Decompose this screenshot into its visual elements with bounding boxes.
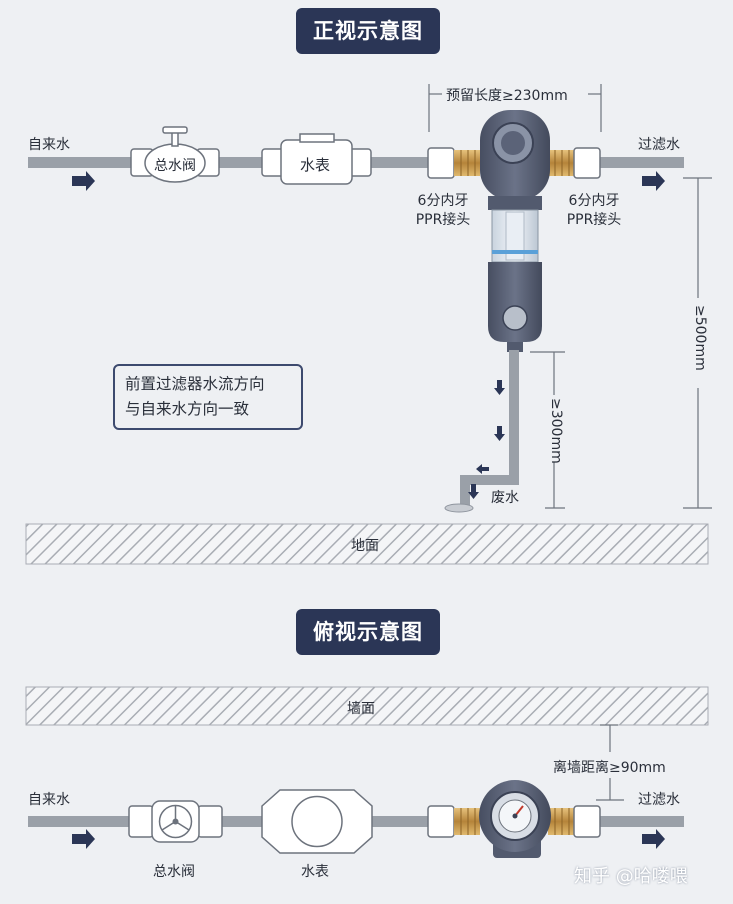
top-flow-arrow-in bbox=[72, 829, 95, 849]
right-fitting bbox=[548, 147, 601, 179]
water-meter bbox=[261, 133, 372, 185]
outlet-label: 过滤水 bbox=[638, 137, 680, 153]
note-line-1: 前置过滤器水流方向 bbox=[125, 375, 265, 393]
wall-distance-dimension bbox=[596, 724, 624, 801]
right-fitting-line-2: PPR接头 bbox=[566, 212, 622, 228]
reserve-dimension bbox=[428, 84, 602, 132]
flow-arrow-out bbox=[642, 171, 665, 191]
left-fitting-line-2: PPR接头 bbox=[415, 212, 471, 228]
top-meter-label: 水表 bbox=[301, 864, 329, 880]
flow-arrow-in bbox=[72, 171, 95, 191]
reserve-length-label: 预留长度≥230mm bbox=[446, 88, 568, 104]
top-outlet-label: 过滤水 bbox=[638, 792, 680, 808]
ground-label: 地面 bbox=[351, 538, 379, 554]
total-dimension bbox=[683, 177, 712, 509]
top-left-fitting bbox=[427, 805, 480, 838]
waste-water-label: 废水 bbox=[491, 490, 519, 506]
top-right-fitting bbox=[548, 805, 601, 838]
drain-height-label: ≥300mm bbox=[548, 398, 564, 464]
wall-distance-label: 离墙距离≥90mm bbox=[553, 760, 666, 776]
inlet-label: 自来水 bbox=[28, 137, 70, 153]
top-view-title: 俯视示意图 bbox=[296, 609, 440, 655]
valve-label: 总水阀 bbox=[154, 158, 196, 174]
drip-arrows bbox=[468, 380, 505, 499]
drain-pipe bbox=[460, 350, 519, 505]
top-flow-arrow-out bbox=[642, 829, 665, 849]
inlet-pipe bbox=[28, 157, 436, 168]
top-meter bbox=[261, 789, 373, 854]
note-line-2: 与自来水方向一致 bbox=[125, 400, 250, 418]
left-fitting-label: 6分内牙 PPR接头 bbox=[408, 192, 478, 230]
drain-dimension bbox=[530, 351, 565, 509]
main-valve bbox=[130, 126, 220, 183]
left-fitting bbox=[427, 147, 480, 179]
wall-label: 墙面 bbox=[347, 701, 375, 717]
total-height-label: ≥500mm bbox=[692, 305, 708, 371]
floor-drain bbox=[444, 503, 474, 513]
right-fitting-line-1: 6分内牙 bbox=[568, 193, 620, 209]
right-fitting-label: 6分内牙 PPR接头 bbox=[559, 192, 629, 230]
top-inlet-pipe bbox=[28, 816, 436, 827]
wall-strip bbox=[25, 686, 709, 726]
top-valve bbox=[128, 800, 223, 843]
top-valve-label: 总水阀 bbox=[153, 864, 195, 880]
watermark: 知乎 @哈喽喂 bbox=[574, 866, 688, 887]
left-fitting-line-1: 6分内牙 bbox=[417, 193, 469, 209]
top-inlet-label: 自来水 bbox=[28, 792, 70, 808]
flow-direction-note: 前置过滤器水流方向 与自来水方向一致 bbox=[113, 364, 303, 430]
top-outlet-pipe bbox=[598, 816, 684, 827]
ground-strip bbox=[25, 523, 709, 565]
outlet-pipe bbox=[598, 157, 684, 168]
top-filter bbox=[479, 780, 551, 858]
pre-filter-front bbox=[480, 110, 550, 352]
front-view-title: 正视示意图 bbox=[296, 8, 440, 54]
meter-label: 水表 bbox=[300, 156, 331, 174]
